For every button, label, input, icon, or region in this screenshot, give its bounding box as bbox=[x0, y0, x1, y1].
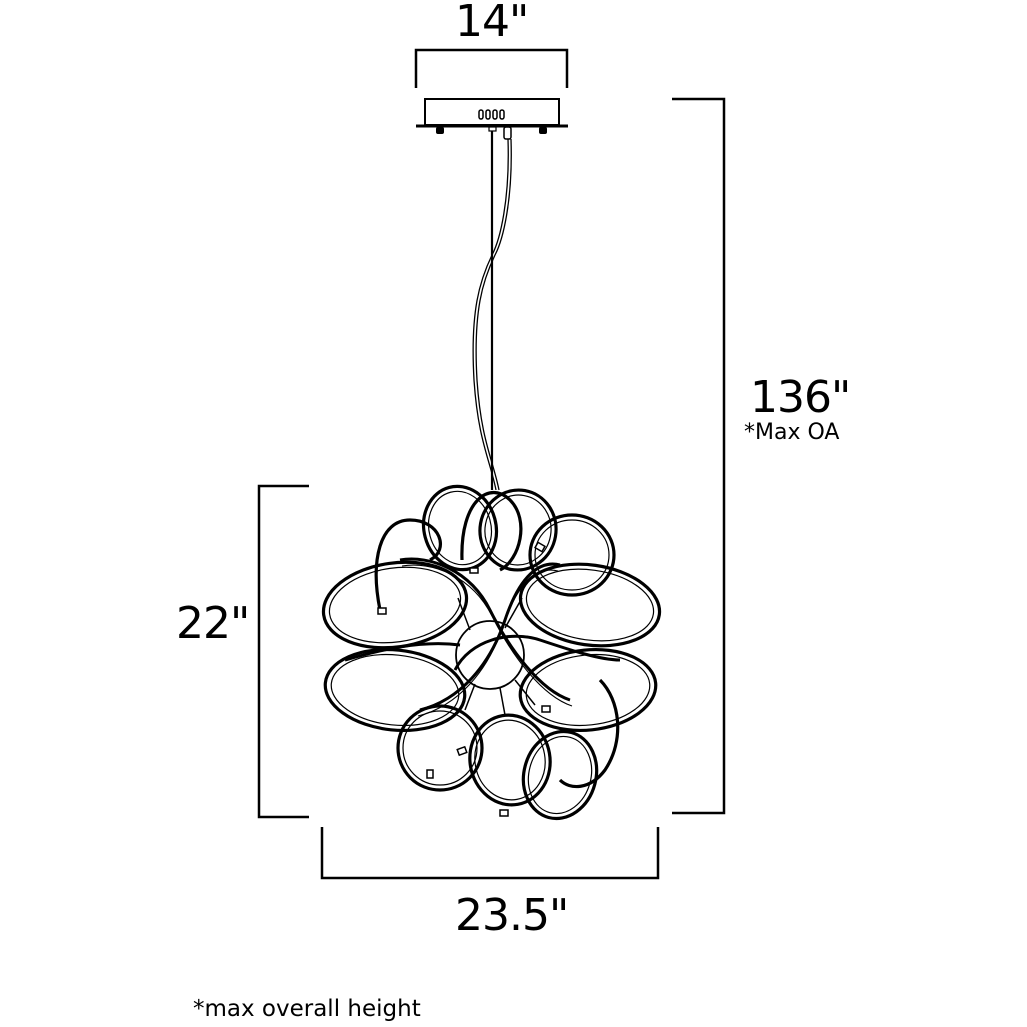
overall-height-note: *Max OA bbox=[744, 420, 840, 445]
fixture-width-label: 23.5" bbox=[455, 890, 569, 941]
footnote: *max overall height bbox=[193, 996, 421, 1022]
chandelier-body bbox=[321, 484, 662, 821]
canopy bbox=[416, 98, 568, 140]
canopy-width-label: 14" bbox=[455, 0, 529, 47]
canopy-slots-icon bbox=[478, 109, 505, 120]
fixture-width-bracket bbox=[320, 827, 660, 880]
canopy-width-bracket bbox=[414, 48, 569, 88]
overall-height-bracket bbox=[672, 97, 726, 815]
suspension-cables bbox=[472, 131, 512, 491]
fixture-height-label: 22" bbox=[176, 598, 250, 649]
fixture-height-bracket bbox=[257, 484, 309, 819]
overall-height-label: 136" bbox=[750, 372, 851, 423]
